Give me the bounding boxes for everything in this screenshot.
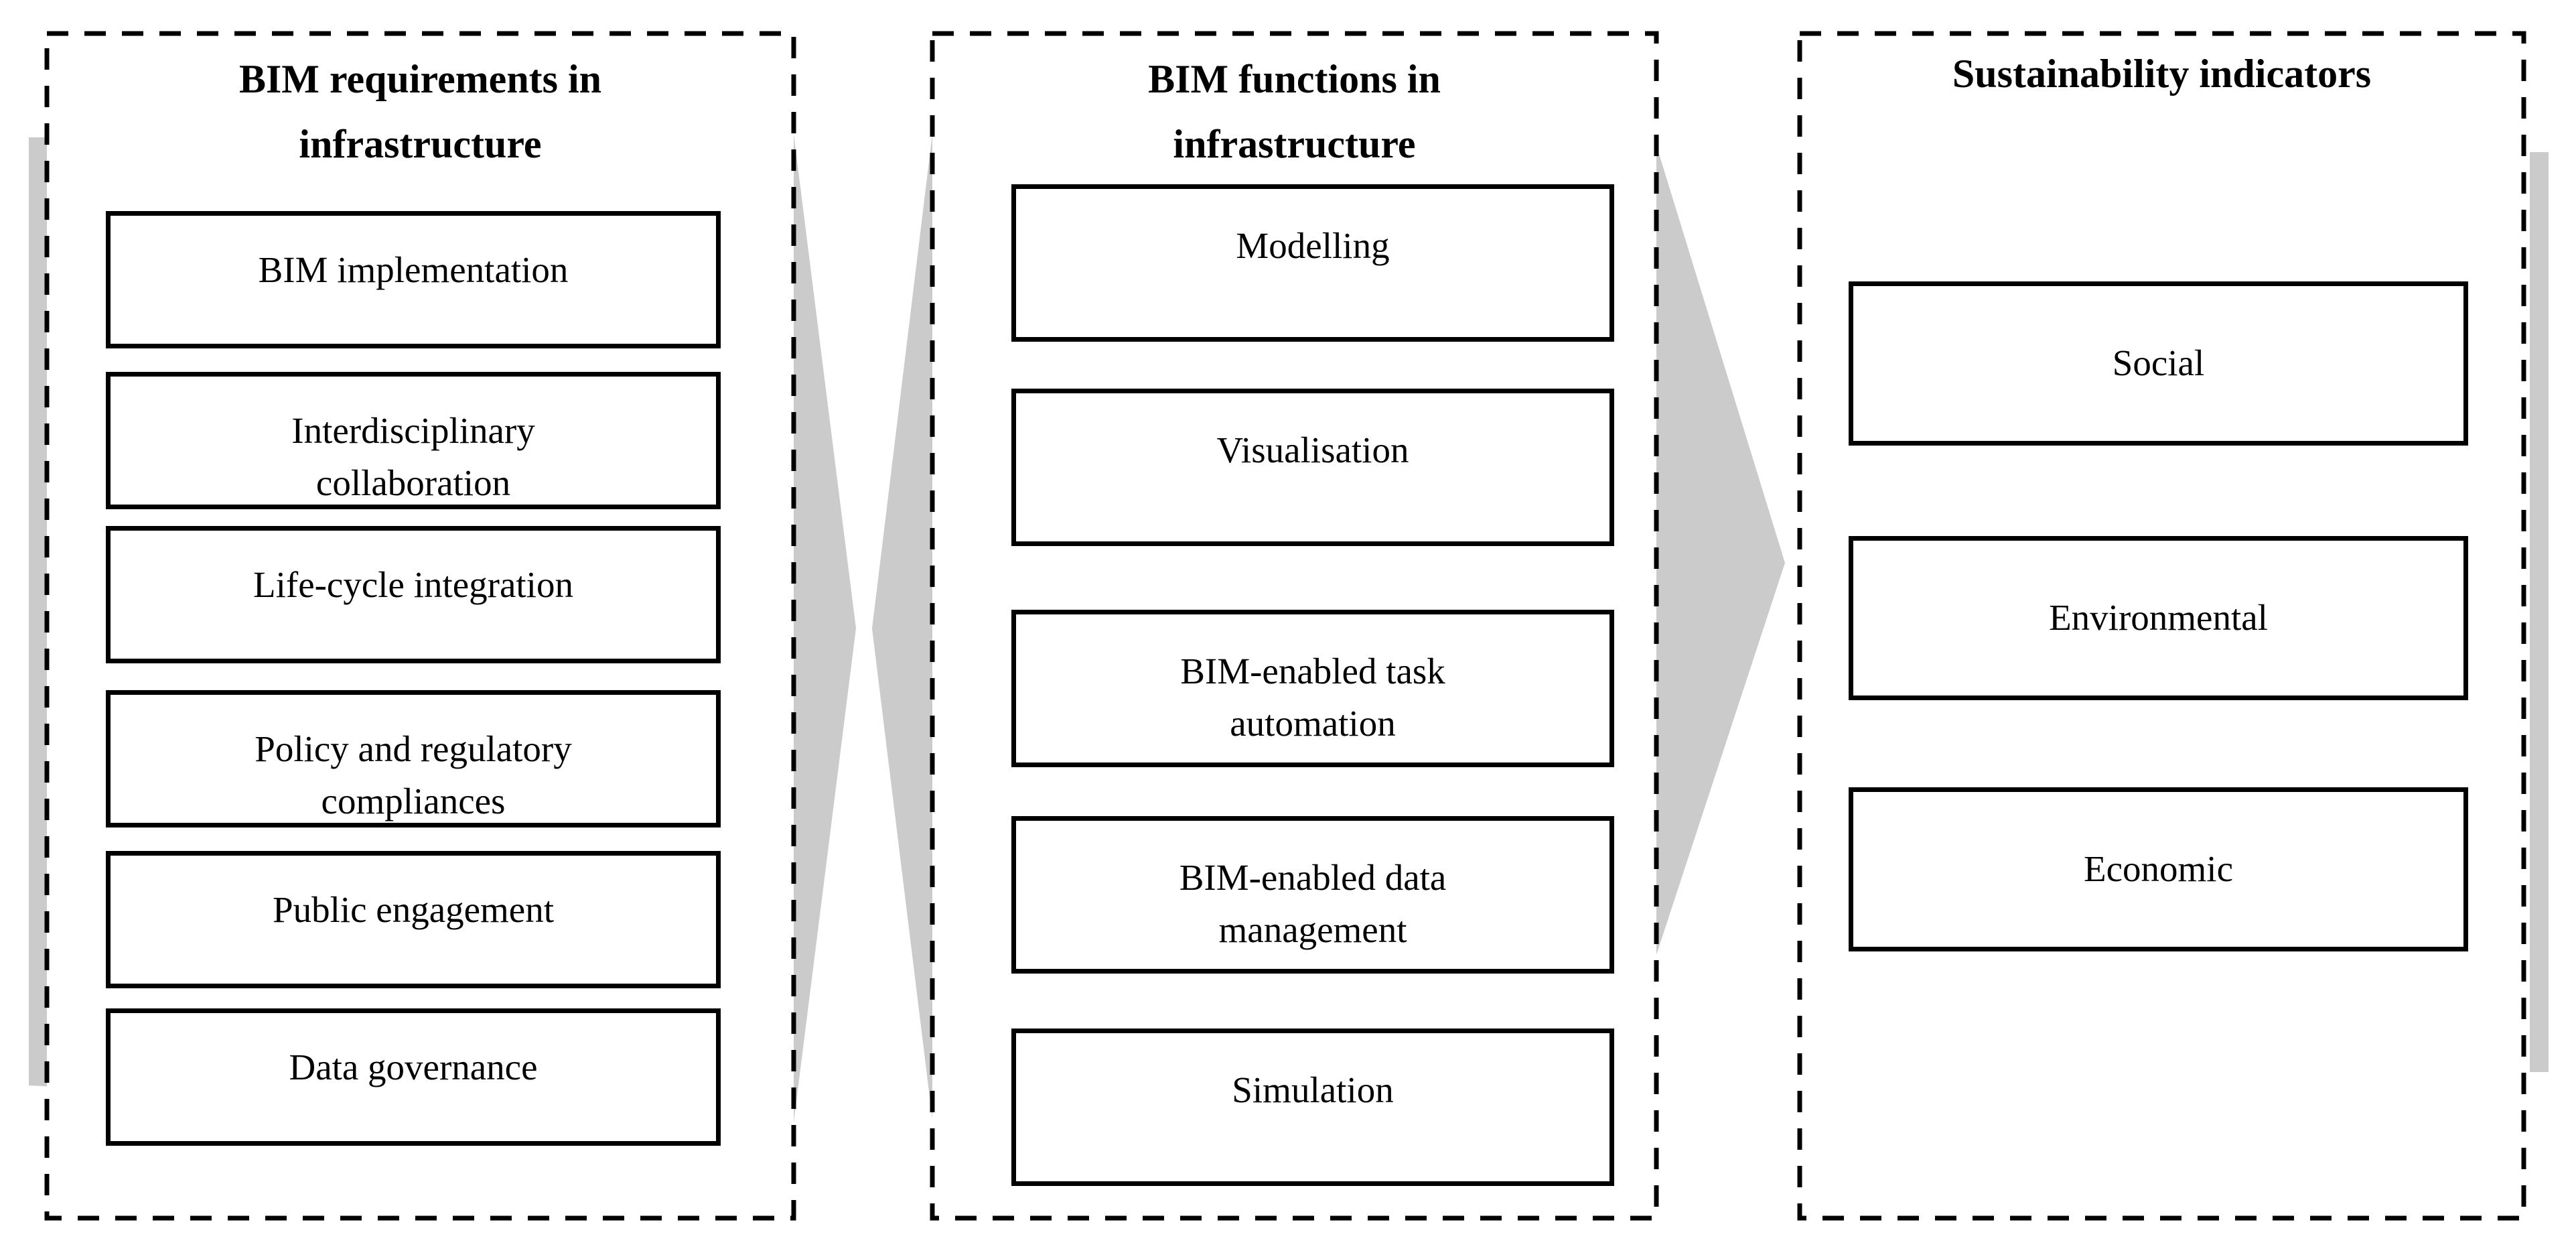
panel-bim-functions: BIM functions in infrastructure Modellin… xyxy=(932,34,1656,1218)
box-interdisciplinary-collaboration: Interdisciplinary collaboration xyxy=(106,372,721,509)
panel-sustainability-indicators: Sustainability indicators Social Environ… xyxy=(1800,34,2524,1218)
item-label: Public engagement xyxy=(272,889,555,930)
item-label: Modelling xyxy=(1236,225,1390,266)
item-label: Data governance xyxy=(289,1047,538,1087)
flow-chevron-arrow-3 xyxy=(2530,152,2549,1072)
panel-bim-requirements: BIM requirements in infrastructure BIM i… xyxy=(47,34,794,1218)
box-data-governance: Data governance xyxy=(106,1008,721,1146)
panel-title-line: Sustainability indicators xyxy=(1952,52,2372,96)
item-label: Interdisciplinary collaboration xyxy=(291,410,535,503)
box-modelling: Modelling xyxy=(1011,184,1614,342)
item-label: Simulation xyxy=(1232,1069,1394,1110)
panel-title-line: infrastructure xyxy=(299,122,542,166)
item-label: Visualisation xyxy=(1216,429,1409,470)
item-label: Policy and regulatory compliances xyxy=(255,728,572,821)
item-label: Economic xyxy=(2084,848,2233,889)
box-bim-enabled-task-automation: BIM-enabled task automation xyxy=(1011,610,1614,767)
panel-title-line: BIM requirements in xyxy=(238,57,602,101)
box-social: Social xyxy=(1849,281,2468,446)
box-life-cycle-integration: Life-cycle integration xyxy=(106,526,721,663)
item-label: BIM implementation xyxy=(258,249,569,290)
item-label: Environmental xyxy=(2049,597,2268,638)
box-environmental: Environmental xyxy=(1849,536,2468,700)
item-label: Life-cycle integration xyxy=(253,564,573,605)
panel-title-bim-requirements: BIM requirements in infrastructure xyxy=(47,47,794,177)
panel-title-bim-functions: BIM functions in infrastructure xyxy=(932,47,1656,177)
box-bim-enabled-data-management: BIM-enabled data management xyxy=(1011,816,1614,974)
box-simulation: Simulation xyxy=(1011,1029,1614,1186)
box-visualisation: Visualisation xyxy=(1011,389,1614,546)
item-label: Social xyxy=(2112,342,2205,383)
panel-title-line: infrastructure xyxy=(1173,122,1416,166)
panel-title-line: BIM functions in xyxy=(1148,57,1441,101)
box-economic: Economic xyxy=(1849,787,2468,951)
box-bim-implementation: BIM implementation xyxy=(106,211,721,348)
item-label: BIM-enabled data management xyxy=(1179,857,1447,950)
box-public-engagement: Public engagement xyxy=(106,851,721,988)
box-policy-regulatory-compliances: Policy and regulatory compliances xyxy=(106,690,721,827)
item-label: BIM-enabled task automation xyxy=(1180,651,1445,744)
panel-title-sustainability-indicators: Sustainability indicators xyxy=(1800,42,2524,107)
